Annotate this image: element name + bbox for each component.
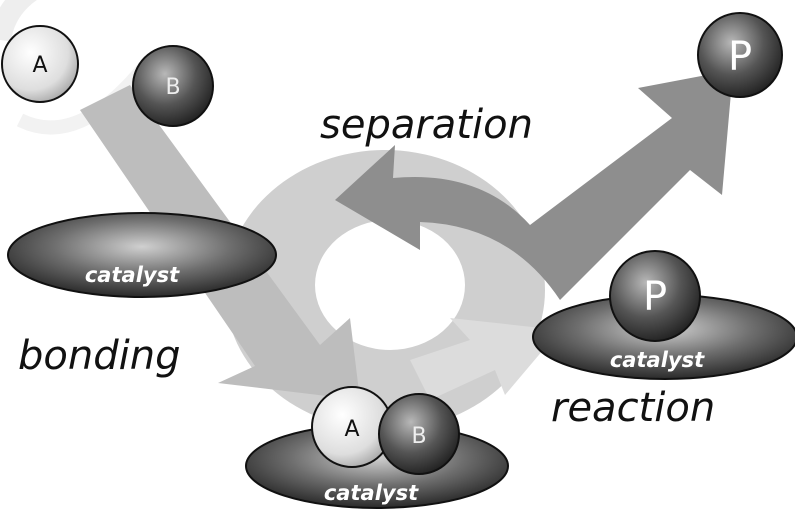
- molecule-b: B: [132, 45, 214, 127]
- catalyst-label: catalyst: [324, 481, 419, 505]
- molecule-a: A: [1, 25, 79, 103]
- molecule-a-label: A: [32, 53, 47, 78]
- molecule-b-label: B: [411, 424, 426, 449]
- molecule-b-bound: B: [378, 393, 460, 475]
- catalyst-label: catalyst: [610, 348, 705, 372]
- step-label-separation: separation: [320, 102, 533, 148]
- molecule-p-free: P: [697, 12, 783, 98]
- molecule-p-label: P: [643, 274, 667, 320]
- molecule-b-label: B: [165, 75, 180, 100]
- catalyst-label: catalyst: [85, 263, 180, 287]
- separation-arrow: [335, 70, 733, 300]
- molecule-a-label: A: [344, 417, 359, 442]
- step-label-reaction: reaction: [551, 385, 715, 431]
- catalyst-left: catalyst: [7, 212, 277, 298]
- molecule-p-label: P: [728, 34, 752, 80]
- step-label-bonding: bonding: [18, 333, 180, 379]
- molecule-p-bound: P: [609, 250, 701, 342]
- reaction-arrow: [410, 318, 560, 400]
